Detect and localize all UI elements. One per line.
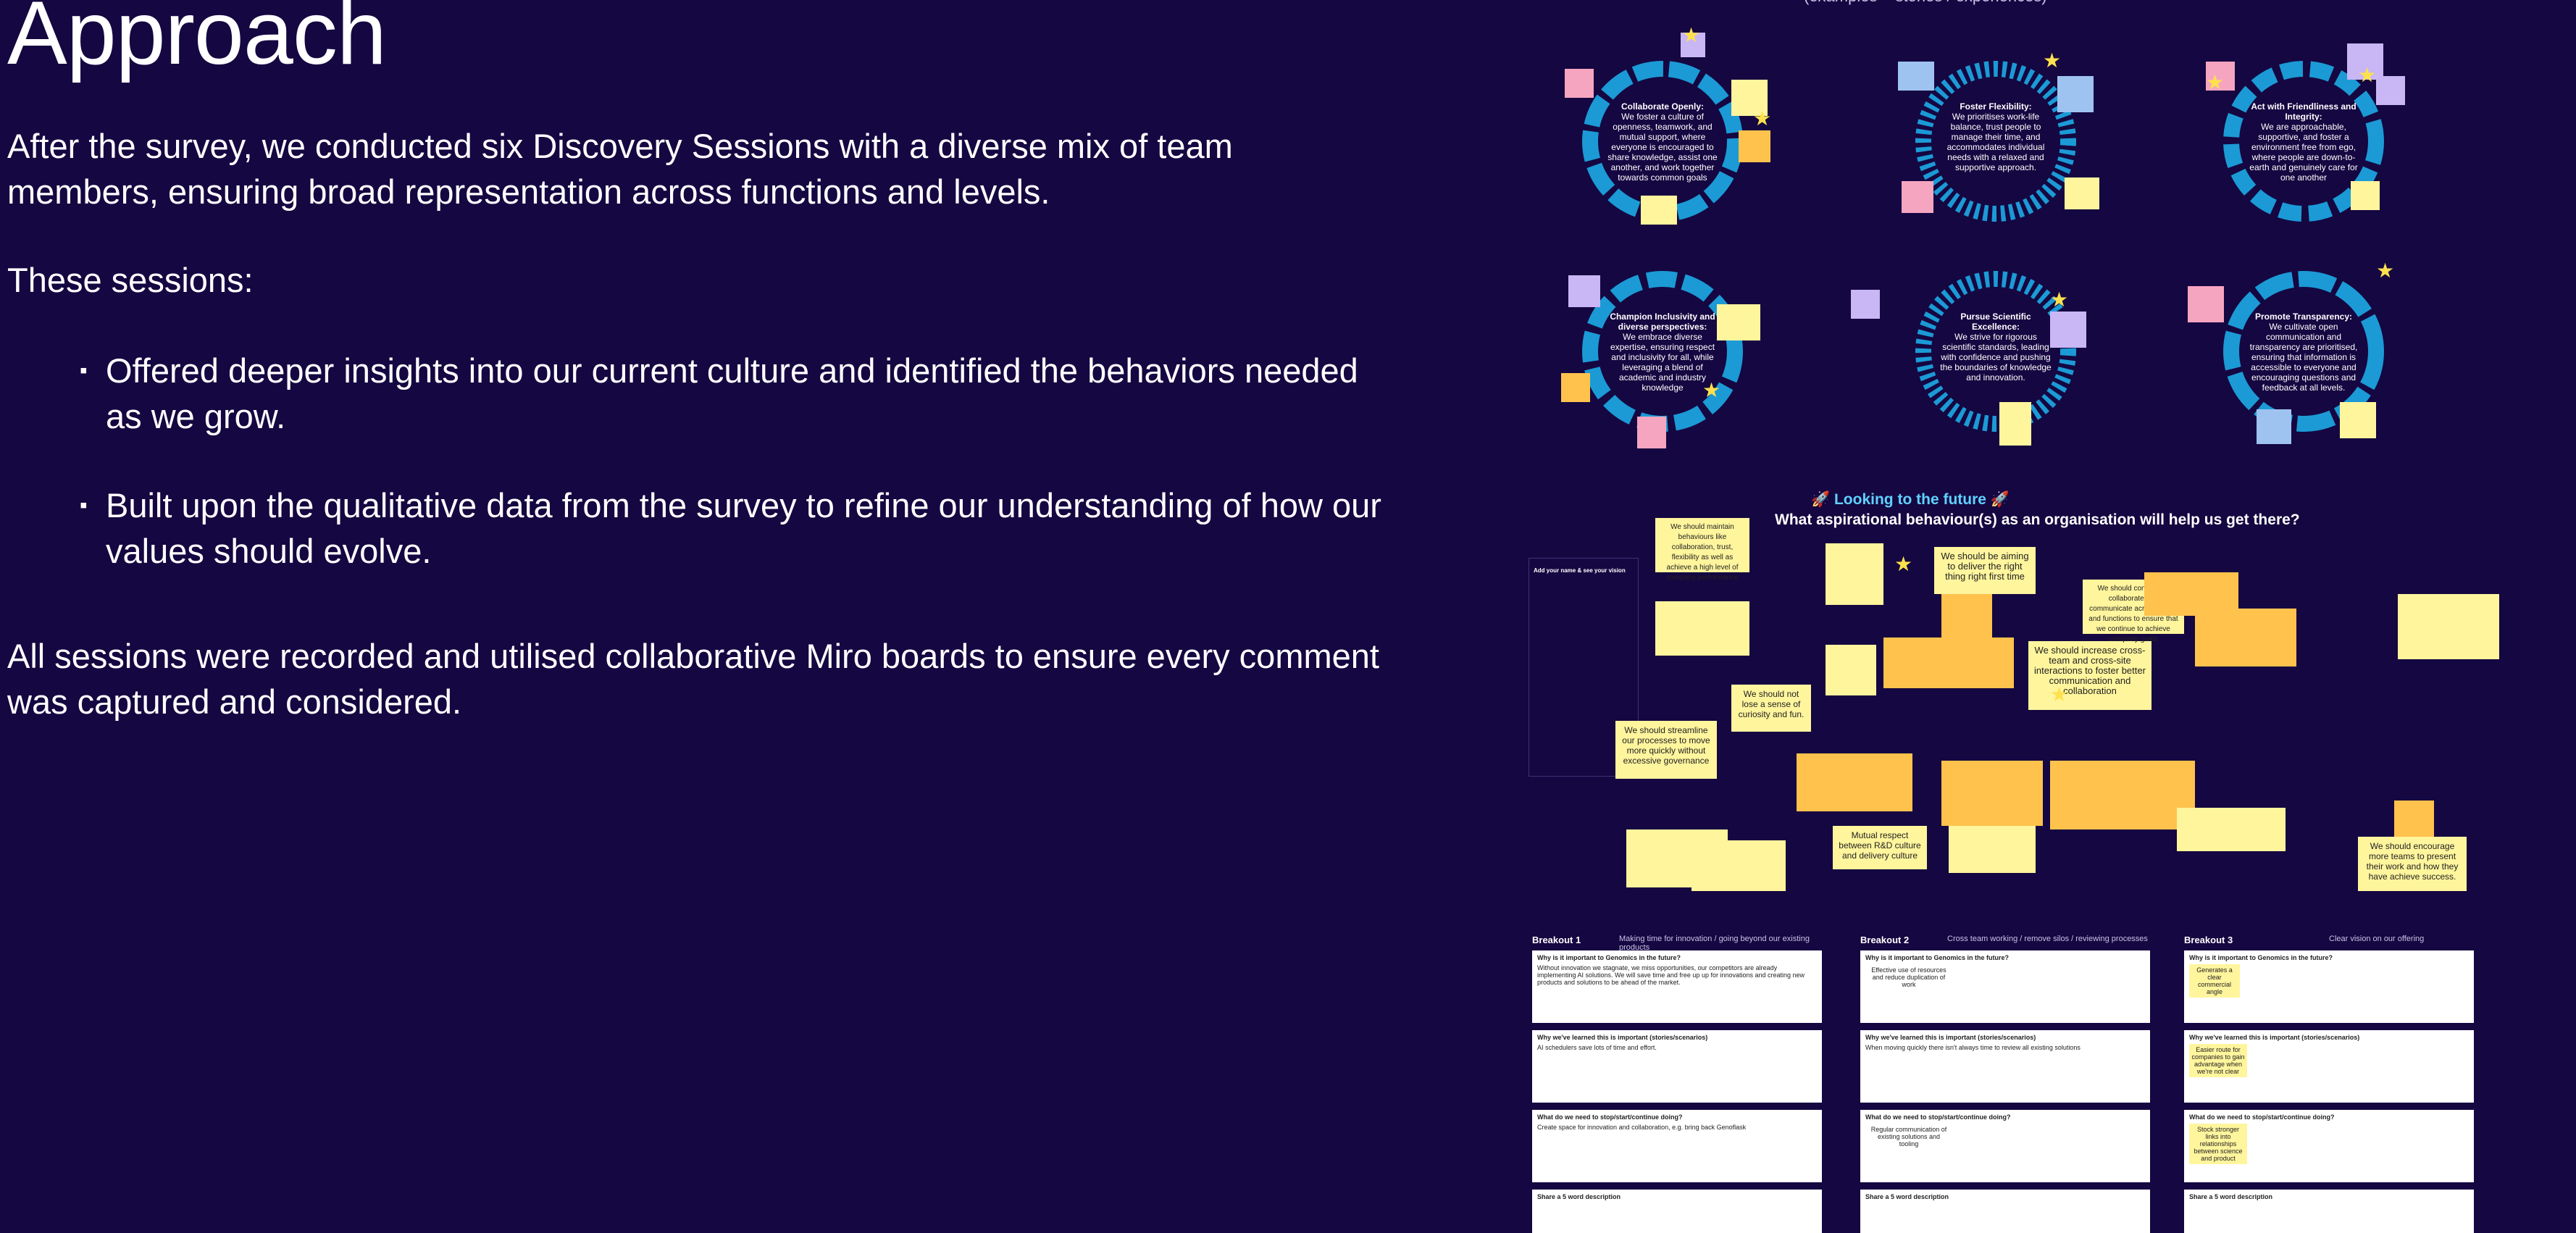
aspiration-note: We should maintain behaviours like colla… [1655, 518, 1749, 582]
sticky-note [1691, 840, 1786, 891]
sticky-note [1826, 543, 1883, 605]
sticky-note [1941, 761, 2043, 826]
breakout-panel: Breakout 2 Cross team working / remove s… [1860, 935, 2157, 1233]
sticky-note [1898, 62, 1934, 91]
star-icon: ★ [2050, 683, 2069, 706]
sticky-note [2257, 409, 2291, 444]
sticky-note [2398, 594, 2499, 659]
aspiration-note: We should increase cross-team and cross-… [2028, 641, 2151, 710]
sticky-note [2050, 761, 2195, 829]
star-icon: ★ [1894, 553, 1913, 575]
sticky-note [1641, 196, 1677, 225]
bullet-square-icon: ▪ [80, 359, 88, 383]
sticky-note [2347, 43, 2383, 80]
sticky-note [1902, 181, 1933, 213]
names-panel: Add your name & see your vision [1529, 558, 1639, 777]
star-icon: ★ [2358, 64, 2377, 86]
value-wheel: Foster Flexibility:We prioritises work-l… [1887, 33, 2104, 250]
bullet-text: Offered deeper insights into our current… [106, 351, 1358, 435]
bullet-item: ▪ Built upon the qualitative data from t… [80, 482, 1384, 574]
bullet-text: Built upon the qualitative data from the… [106, 486, 1381, 570]
aspiration-note: We should not lose a sense of curiosity … [1731, 685, 1811, 732]
star-icon: ★ [2206, 71, 2225, 93]
sessions-lead: These sessions: [7, 261, 254, 299]
wheel-ring-icon [2223, 271, 2384, 432]
sticky-note [1681, 33, 1705, 57]
sticky-note [2206, 62, 2235, 91]
wheel-ring-icon [1915, 271, 2076, 432]
star-icon: ★ [1682, 24, 1701, 46]
star-icon: ★ [1702, 379, 1721, 401]
value-wheel: Act with Friendliness and Integrity:We a… [2195, 33, 2412, 250]
sticky-note [1637, 417, 1666, 448]
sticky-note [1717, 304, 1760, 340]
sticky-note [2188, 286, 2224, 322]
sticky-note [1655, 601, 1749, 656]
sticky-note [1731, 80, 1768, 116]
sticky-note [2057, 76, 2094, 112]
sticky-note [1851, 290, 1880, 319]
sticky-note [1565, 69, 1594, 98]
star-icon: ★ [1753, 107, 1772, 130]
sticky-note [2340, 402, 2376, 438]
aspirational-question: What aspirational behaviour(s) as an org… [1775, 511, 2300, 528]
closing-paragraph: All sessions were recorded and utilised … [7, 637, 1379, 721]
sticky-note [1797, 753, 1912, 811]
star-icon: ★ [2376, 259, 2395, 282]
sticky-note [2050, 312, 2086, 348]
sticky-note [2351, 181, 2380, 210]
intro-paragraph: After the survey, we conducted six Disco… [7, 127, 1233, 211]
miro-board-collage: (examples + stories / experiences) Colla… [1521, 0, 2576, 1233]
aspiration-note: Mutual respect between R&D culture and d… [1833, 826, 1927, 869]
sticky-note [1568, 275, 1600, 307]
breakout-panel: Breakout 1 Making time for innovation / … [1532, 935, 1829, 1233]
bullet-item: ▪ Offered deeper insights into our curre… [80, 348, 1384, 439]
aspiration-note: We should be aiming to deliver the right… [1934, 547, 2036, 594]
sticky-note [1739, 130, 1770, 162]
board-caption: (examples + stories / experiences) [1804, 0, 2047, 6]
sticky-note [2195, 609, 2296, 666]
looking-future-heading: 🚀 Looking to the future 🚀 [1811, 491, 2010, 508]
breakout-panel: Breakout 3 Clear vision on our offering … [2184, 935, 2481, 1233]
wheel-ring-icon [2223, 61, 2384, 222]
value-wheel: Promote Transparency:We cultivate open c… [2195, 243, 2412, 460]
sticky-note [2177, 808, 2286, 851]
star-icon: ★ [2050, 288, 2069, 311]
bullet-square-icon: ▪ [80, 493, 88, 517]
sticky-note [1883, 638, 2014, 688]
sticky-note [2376, 76, 2405, 105]
star-icon: ★ [2043, 49, 2062, 72]
sticky-note [2065, 177, 2099, 209]
sticky-note [1999, 402, 2031, 446]
sticky-note [2394, 801, 2434, 837]
wheel-ring-icon [1915, 61, 2076, 222]
sticky-note [1826, 645, 1876, 695]
value-wheel: Pursue Scientific Excellence:We strive f… [1887, 243, 2104, 460]
page-title: Approach [7, 0, 387, 83]
sticky-note [1561, 373, 1590, 402]
sticky-note [1941, 594, 1992, 638]
aspiration-note: We should encourage more teams to presen… [2358, 837, 2467, 891]
aspiration-note: We should streamline our processes to mo… [1615, 721, 1717, 779]
sticky-note [1949, 826, 2036, 873]
